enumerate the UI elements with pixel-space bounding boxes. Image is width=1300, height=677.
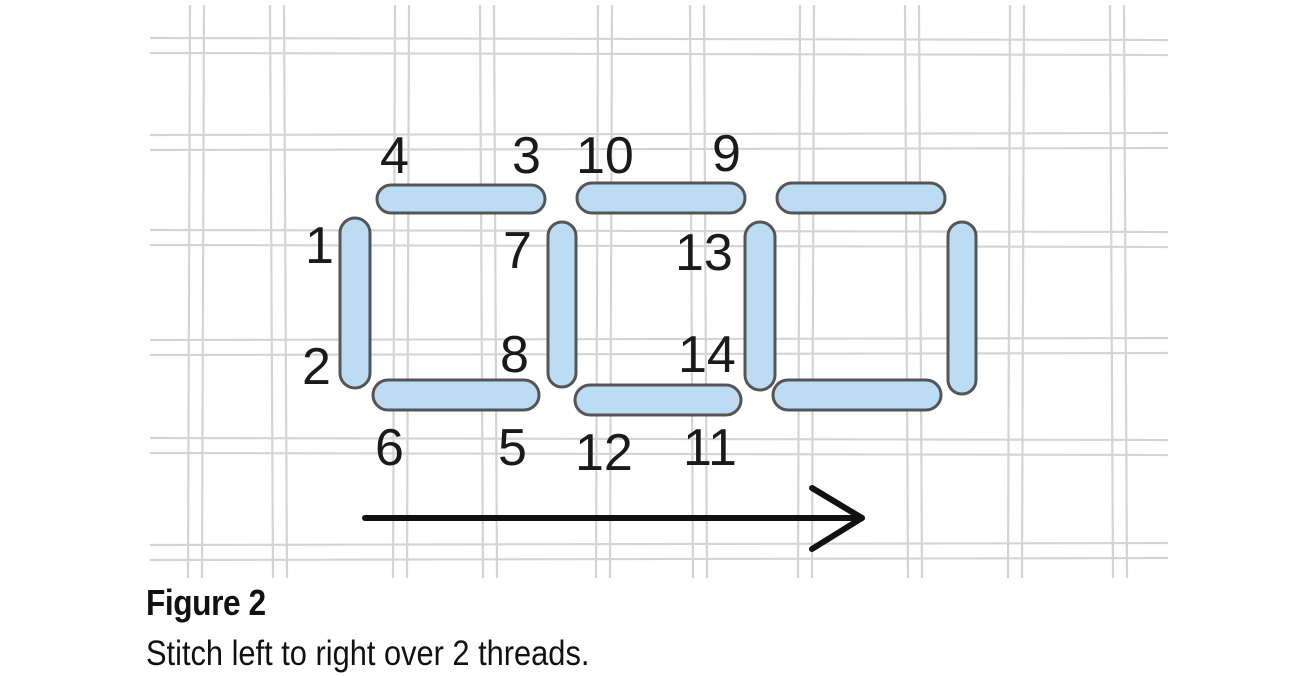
canvas-thread-vertical: [200, 4, 206, 579]
canvas-thread-horizontal: [149, 146, 1169, 152]
stitch-number-5: 5: [498, 419, 527, 477]
stitch: [338, 216, 372, 390]
direction-arrow: [362, 485, 865, 552]
canvas-thread-vertical: [1122, 4, 1129, 579]
canvas-thread-horizontal: [149, 451, 1169, 457]
stitch-number-6: 6: [375, 419, 404, 477]
canvas-thread-vertical: [478, 4, 485, 579]
canvas-thread-horizontal: [149, 131, 1169, 137]
stitch-number-12: 12: [575, 424, 633, 482]
canvas-thread-horizontal: [149, 336, 1169, 342]
canvas-thread-horizontal: [149, 556, 1169, 562]
stitch-number-2: 2: [302, 338, 331, 396]
canvas-grid: [149, 4, 1169, 579]
stitch-number-13: 13: [675, 224, 733, 282]
canvas-thread-vertical: [1108, 4, 1115, 579]
canvas-thread-vertical: [1006, 4, 1012, 579]
stitch: [743, 220, 777, 392]
canvas-thread-horizontal: [149, 228, 1169, 234]
canvas-thread-vertical: [405, 4, 411, 579]
stitch-number-4: 4: [380, 127, 409, 185]
canvas-thread-vertical: [608, 4, 614, 579]
stitch: [771, 378, 943, 412]
canvas-thread-horizontal: [149, 436, 1169, 442]
canvas-thread-vertical: [702, 4, 709, 579]
stitch: [375, 183, 547, 215]
stitch-number-10: 10: [576, 127, 634, 185]
stitch-group: [338, 181, 978, 417]
stitch-number-1: 1: [305, 217, 334, 275]
canvas-thread-horizontal: [149, 36, 1169, 42]
arrow-head: [809, 485, 865, 552]
stitch-number-8: 8: [500, 326, 529, 384]
canvas-thread-vertical: [688, 4, 695, 579]
canvas-thread-vertical: [917, 4, 924, 579]
canvas-thread-vertical: [186, 4, 192, 579]
stitch-number-11: 11: [683, 419, 737, 477]
canvas-thread-vertical: [492, 4, 499, 579]
stitch-number-14: 14: [678, 326, 736, 384]
canvas-thread-horizontal: [149, 351, 1169, 357]
stitch: [575, 181, 747, 215]
canvas-thread-vertical: [810, 4, 816, 579]
stitch-number-9: 9: [712, 125, 741, 183]
figure-caption-text: Stitch left to right over 2 threads.: [146, 634, 590, 673]
canvas-thread-vertical: [796, 4, 802, 579]
canvas-thread-vertical: [282, 4, 289, 579]
canvas-thread-horizontal: [149, 51, 1169, 57]
stitch: [371, 378, 541, 412]
stitch-number-7: 7: [503, 222, 532, 280]
canvas-thread-vertical: [903, 4, 910, 579]
stitch: [775, 181, 947, 215]
stitch: [573, 383, 743, 417]
canvas-thread-vertical: [594, 4, 600, 579]
stitch-number-3: 3: [512, 127, 541, 185]
canvas-thread-horizontal: [149, 541, 1169, 547]
canvas-thread-vertical: [391, 4, 397, 579]
canvas-thread-horizontal: [149, 243, 1169, 249]
canvas-thread-vertical: [1020, 4, 1026, 579]
stitch: [546, 220, 578, 389]
stitch: [946, 220, 978, 396]
figure-caption-title: Figure 2: [146, 582, 266, 623]
canvas-thread-vertical: [268, 4, 275, 579]
